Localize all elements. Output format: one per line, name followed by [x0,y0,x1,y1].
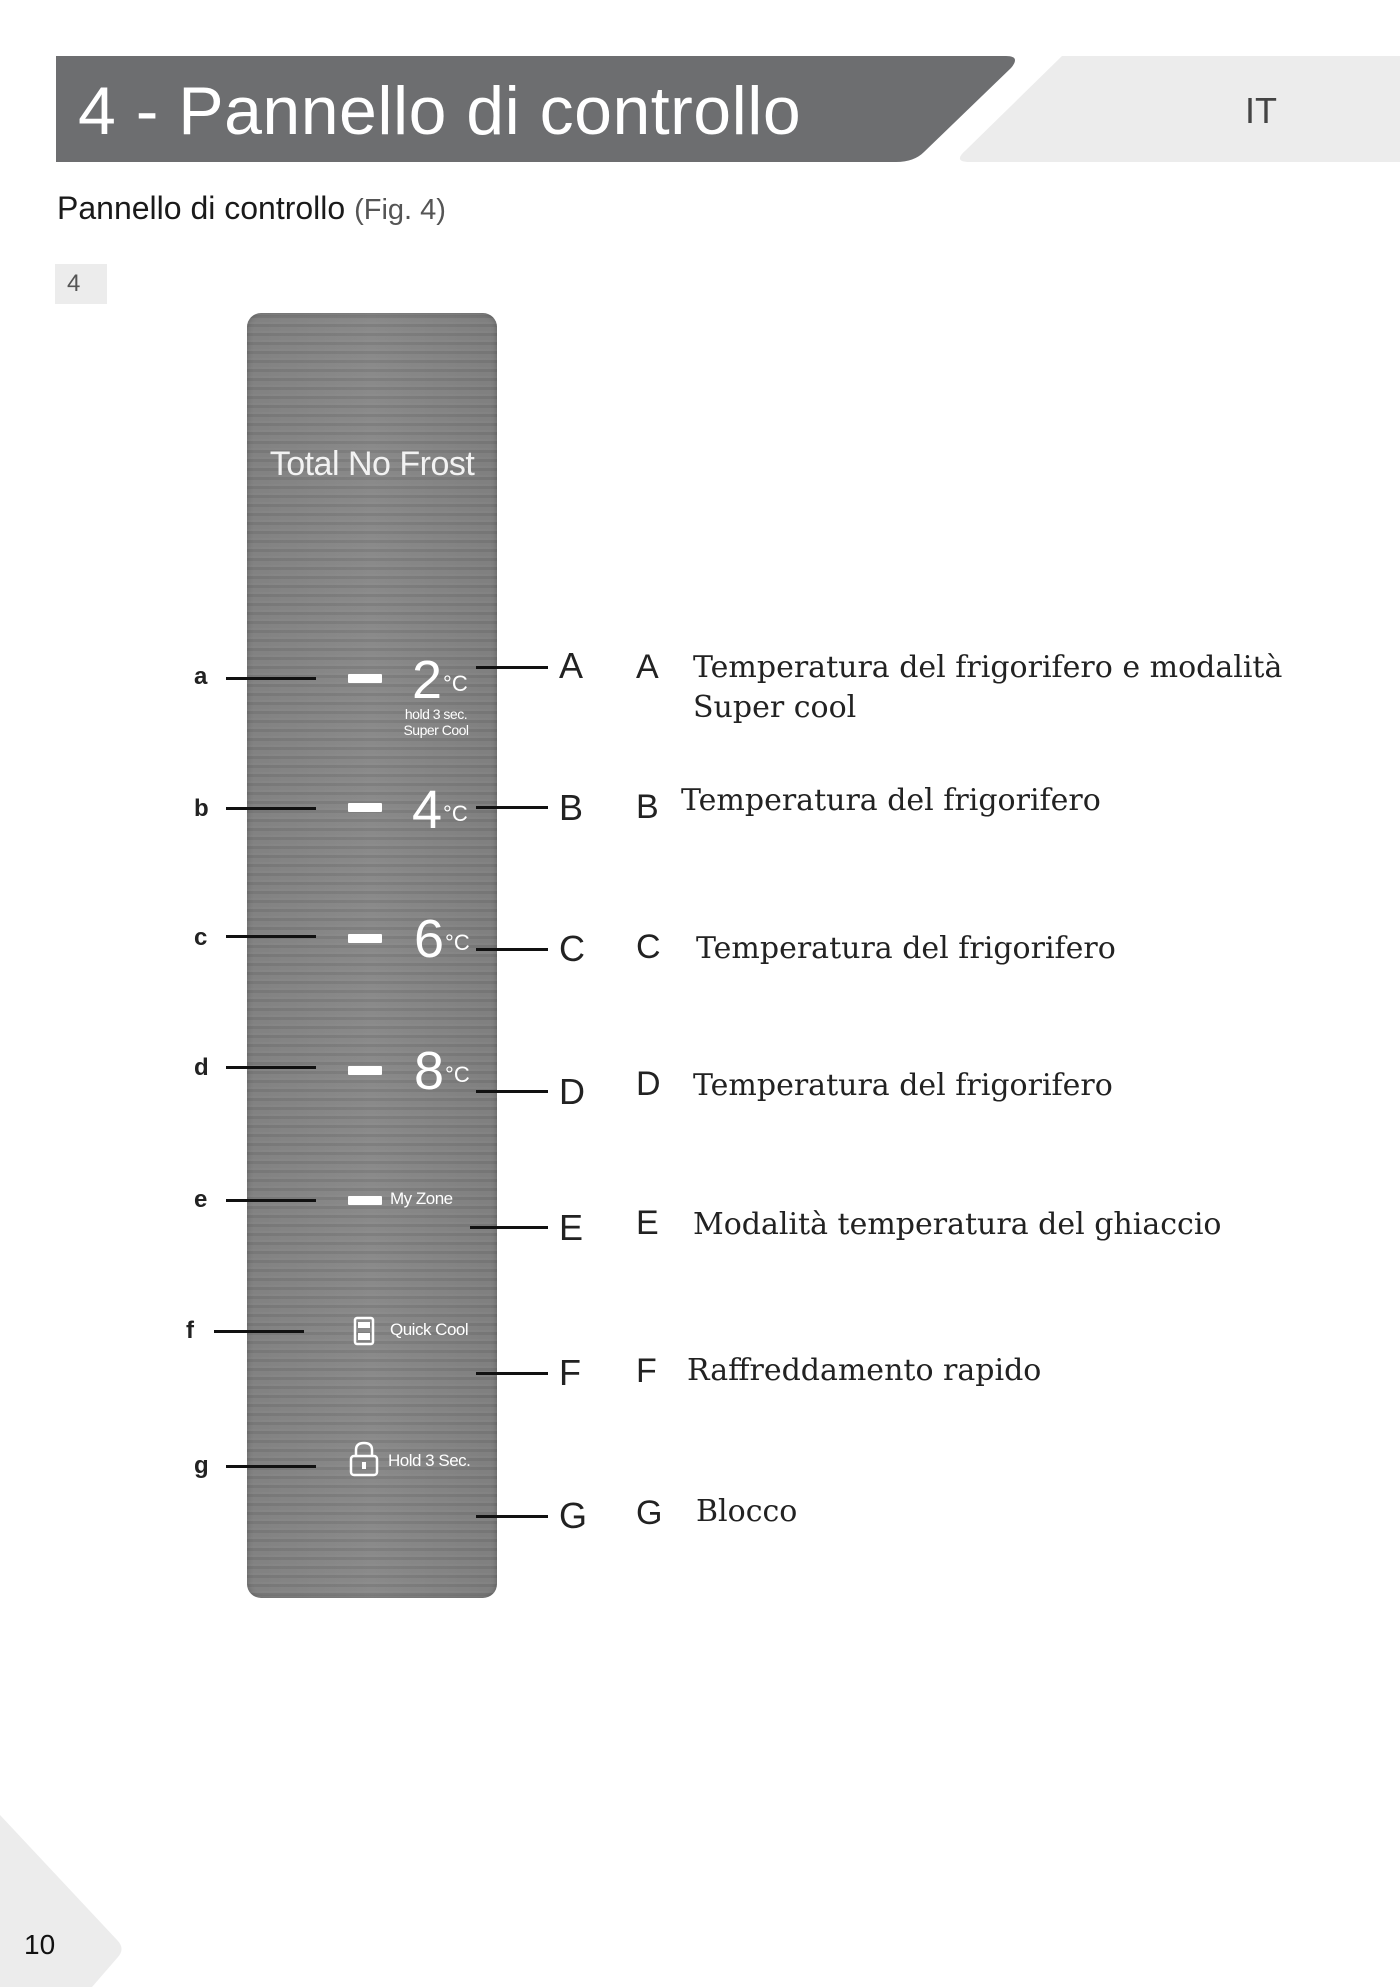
legend-letter-A: A [636,648,659,686]
legend-text-F: Raffreddamento rapido [687,1353,1042,1388]
callout-line-e [226,1199,316,1202]
panel-brand-text: Total No Frost [269,445,475,483]
button-b-indicator [348,803,382,812]
temp-unit: °C [445,930,470,955]
callout-label-b: b [194,795,209,822]
legend-text-D: Temperatura del frigorifero [693,1068,1113,1103]
callout-label-c: c [194,924,208,951]
callout-line-C [476,948,548,951]
language-tab [959,56,1400,162]
legend-letter-C: C [636,928,661,966]
section-heading: Pannello di controllo (Fig. 4) [57,190,446,227]
super-cool-hint: hold 3 sec. Super Cool [396,706,476,738]
legend-letter-B: B [636,788,659,826]
callout-line-G [476,1515,548,1518]
chapter-header-bar [56,56,1015,162]
temp-unit: °C [443,671,468,696]
legend-text-G: Blocco [696,1494,798,1529]
lock-label: Hold 3 Sec. [388,1451,471,1470]
callout-label-C: C [559,928,585,969]
button-d-indicator [348,1066,382,1075]
callout-label-F: F [559,1352,581,1393]
temp-value: 6 [414,909,445,969]
section-title: Pannello di controllo [57,190,346,226]
callout-line-b [226,807,316,810]
legend-letter-G: G [636,1494,663,1532]
callout-label-a: a [194,663,208,690]
legend-text-E: Modalità temperatura del ghiaccio [693,1207,1222,1242]
callout-label-f: f [186,1317,194,1344]
temp-unit: °C [443,801,468,826]
callout-label-B: B [559,787,584,828]
callout-label-E: E [559,1207,584,1248]
callout-label-d: d [194,1054,209,1081]
temp-display-8c: 8°C [414,1041,470,1101]
temp-value: 8 [414,1041,445,1101]
callout-line-a [226,677,316,680]
button-a-indicator [348,674,382,683]
callout-label-g: g [194,1452,209,1479]
control-panel-image [247,313,497,1598]
page-corner-tab [0,1815,122,1987]
callout-line-F [476,1372,548,1375]
button-e-indicator [348,1196,382,1205]
hint-line: Super Cool [403,722,469,738]
quick-cool-label: Quick Cool [390,1320,469,1339]
legend-text-B: Temperatura del frigorifero [681,783,1101,818]
figure-reference: (Fig. 4) [354,194,446,226]
chapter-title: 4 - Pannello di controllo [78,73,802,149]
callout-line-D [476,1090,548,1093]
temp-value: 4 [412,780,443,840]
button-c-indicator [348,934,382,943]
page-number: 10 [24,1929,56,1960]
callout-label-G: G [559,1495,588,1536]
callout-line-f [214,1330,304,1333]
quick-cool-icon [353,1316,375,1346]
callout-line-g [226,1465,316,1468]
language-code: IT [1245,90,1277,131]
legend-text-A: Temperatura del frigorifero e modalità S… [693,650,1283,725]
callout-line-c [226,935,316,938]
legend-text-C: Temperatura del frigorifero [696,931,1116,966]
legend-letter-F: F [636,1352,657,1390]
temp-unit: °C [445,1062,470,1087]
myzone-label: My Zone [390,1189,453,1208]
temp-display-2c: 2°C [412,650,468,710]
callout-label-D: D [559,1071,585,1112]
callout-line-A [476,666,548,669]
callout-line-E [470,1226,548,1229]
hint-line: hold 3 sec. [404,706,468,722]
callout-line-d [226,1066,316,1069]
lock-icon [349,1441,379,1477]
temp-value: 2 [412,650,443,710]
legend-letter-E: E [636,1204,659,1242]
legend-letter-D: D [636,1065,661,1103]
figure-number: 4 [55,264,107,304]
callout-label-A: A [559,645,584,686]
temp-display-6c: 6°C [414,909,470,969]
callout-label-e: e [194,1186,208,1213]
temp-display-4c: 4°C [412,780,468,840]
callout-line-B [476,806,548,809]
